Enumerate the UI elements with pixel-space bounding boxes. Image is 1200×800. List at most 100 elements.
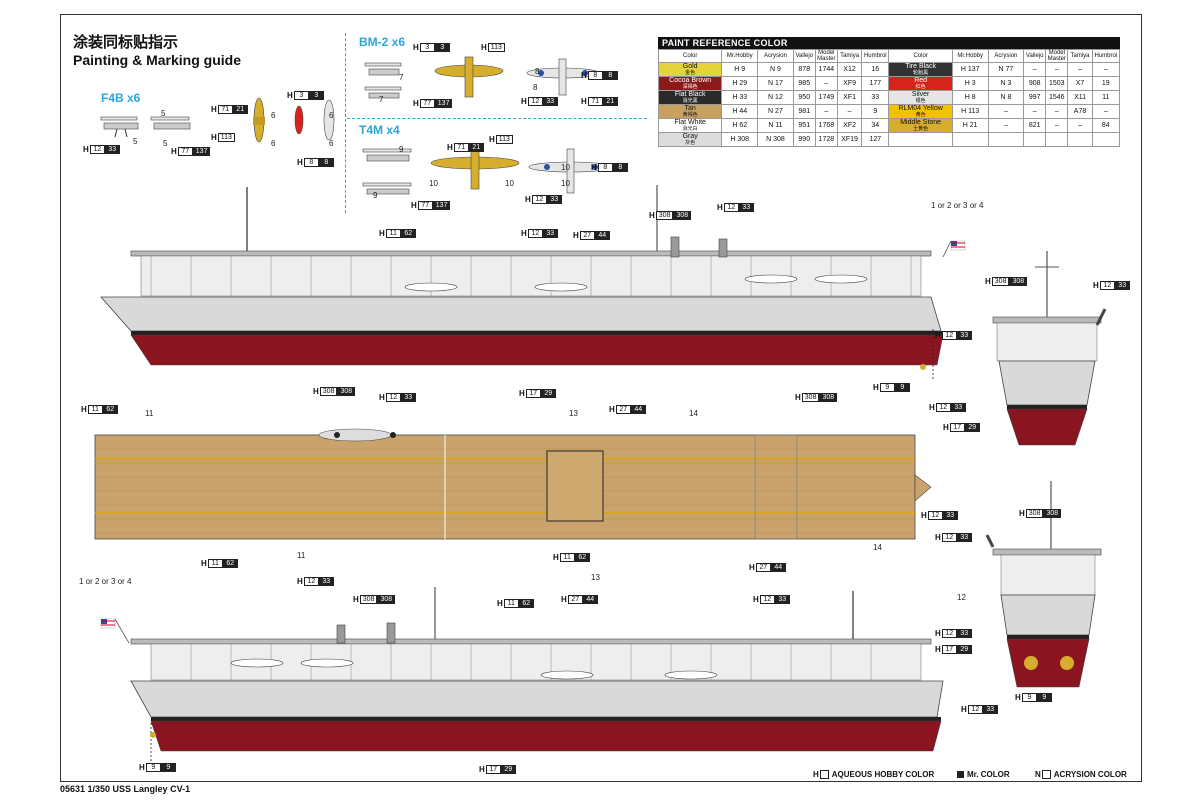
paint-cell-acry: N 17 — [757, 76, 794, 91]
paint-col-header: Color — [657, 49, 723, 63]
paint-cell-vallejo: 951 — [792, 118, 816, 133]
paint-cell-humbrol: 34 — [861, 118, 890, 133]
paint-cell-acry: – — [987, 118, 1025, 133]
flag-note-bottom: 1 or 2 or 3 or 4 — [79, 577, 132, 586]
f4b-side-view — [100, 116, 139, 138]
paint-col-header: Model Master — [814, 49, 838, 63]
paint-cell-tamiya: XF2 — [836, 118, 863, 133]
title-english: Painting & Marking guide — [73, 52, 242, 68]
paint-cell-acry: – — [987, 104, 1025, 119]
t4m-side-view — [362, 148, 412, 195]
bm2-drawings — [364, 56, 600, 99]
paint-cell-humbrol: 9 — [861, 104, 890, 119]
aircraft-divider-v — [345, 33, 346, 213]
num-10-c: 10 — [561, 163, 570, 172]
paint-cell-tamiya: XF19 — [836, 132, 863, 147]
num-6-a: 6 — [271, 111, 276, 120]
ship-side-view-top — [100, 185, 966, 379]
f4b-top-view-red — [294, 105, 304, 135]
paint-cell-tamiya: X7 — [1067, 76, 1093, 91]
paint-cell-tamiya: X12 — [836, 62, 863, 77]
paint-table-title: PAINT REFERENCE COLOR — [658, 37, 1120, 49]
paint-cell-tamiya: – — [1067, 62, 1093, 77]
ship-side-view-bottom — [100, 587, 944, 763]
num-7-a: 7 — [399, 73, 404, 82]
paint-cell-hobby: H 62 — [721, 118, 759, 133]
ship-front-view — [992, 251, 1107, 446]
num-5-c: 5 — [163, 139, 168, 148]
paint-col-header: Humbrol — [861, 49, 890, 63]
f4b-top-view-gray — [323, 99, 335, 141]
paint-cell-acry: N 77 — [987, 62, 1025, 77]
paint-cell-acry: N 3 — [987, 76, 1025, 91]
paint-col-header: Model Master — [1045, 49, 1069, 63]
paint-cell-mm: – — [1045, 118, 1069, 133]
num-8-a: 8 — [535, 67, 540, 76]
paint-cell-vallejo: 878 — [792, 62, 816, 77]
f4b-drawings — [100, 97, 335, 143]
bm2-top-view-yellow — [434, 56, 504, 98]
paint-col-header: Tamiya — [1067, 49, 1093, 63]
aircraft-divider-h — [347, 118, 647, 119]
paint-col-header: Mr.Hobby — [951, 49, 989, 63]
paint-col-header: Acrysion — [987, 49, 1025, 63]
ship-rear-view — [985, 481, 1102, 688]
paint-cell-mm: – — [1045, 104, 1069, 119]
paint-col-header: Vallejo — [792, 49, 816, 63]
paint-cell-mm: 1768 — [814, 118, 838, 133]
paint-cell-acry: N 27 — [757, 104, 794, 119]
num-10-b: 10 — [505, 179, 514, 188]
paint-cell-vallejo: 908 — [1023, 76, 1047, 91]
paint-cell-hobby: H 3 — [951, 76, 989, 91]
title-chinese: 涂装同标贴指示 — [73, 33, 179, 51]
paint-cell-vallejo: 997 — [1023, 90, 1047, 105]
paint-cell-humbrol: 84 — [1091, 118, 1121, 133]
paint-cell-acry: N 8 — [987, 90, 1025, 105]
num-6-b: 6 — [271, 139, 276, 148]
instruction-sheet: 涂装同标贴指示 Painting & Marking guide F4B x6 … — [60, 14, 1142, 782]
paint-cell-acry: N 308 — [757, 132, 794, 147]
paint-cell-tamiya: A78 — [1067, 104, 1093, 119]
num-12: 12 — [957, 593, 966, 602]
t4m-top-view-yellow — [430, 148, 520, 190]
paint-cell-humbrol: 11 — [1091, 90, 1121, 105]
paint-col-header: Mr.Hobby — [721, 49, 759, 63]
paint-col-header: Vallejo — [1023, 49, 1047, 63]
paint-cell-mm: 1744 — [814, 62, 838, 77]
num-6-c: 6 — [329, 111, 334, 120]
paint-cell-vallejo: 821 — [1023, 118, 1047, 133]
paint-cell-tamiya: – — [836, 104, 863, 119]
bm2-top-view-silver — [526, 58, 600, 96]
